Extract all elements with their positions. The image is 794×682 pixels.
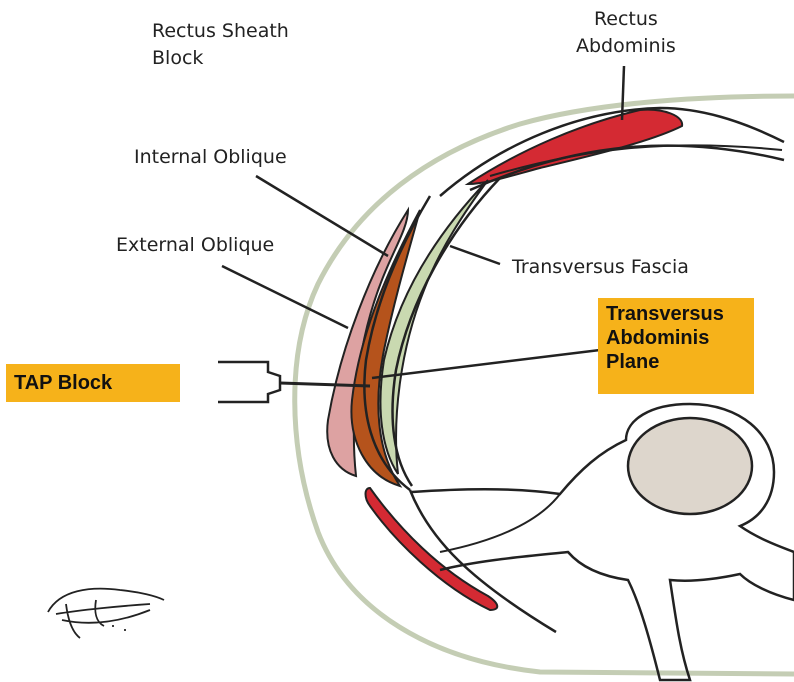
vertebra-process-line [440,494,560,552]
external-oblique-label: External Oblique [116,232,274,259]
needle-hub [218,362,280,402]
internal-oblique-label: Internal Oblique [134,144,287,171]
posterior-wall-muscle [366,488,498,610]
vertebral-body [628,418,752,514]
leader-external-oblique [222,266,348,328]
tap-plane-line-1: Transversus [606,302,724,326]
transversus-fascia-label: Transversus Fascia [512,254,689,281]
leader-transversus-fascia [450,246,500,264]
tap-plane-line-3: Plane [606,350,724,374]
rectus-abdominis-label: Rectus Abdominis [576,6,676,60]
rectus-abdominis-line-2: Abdominis [576,33,676,60]
transversus-abdominis-muscle [380,180,488,474]
rectus-sheath-block-line-1: Rectus Sheath [152,18,289,45]
leader-tap-plane [372,350,600,378]
tap-plane-line-2: Abdominis [606,326,724,350]
tap-plane-text: Transversus Abdominis Plane [606,302,724,374]
rectus-abdominis-line-1: Rectus [576,6,676,33]
rectus-sheath-block-line-2: Block [152,45,289,72]
rectus-sheath-block-label: Rectus Sheath Block [152,18,289,72]
tap-block-text: TAP Block [14,371,112,395]
artist-signature [48,589,164,638]
